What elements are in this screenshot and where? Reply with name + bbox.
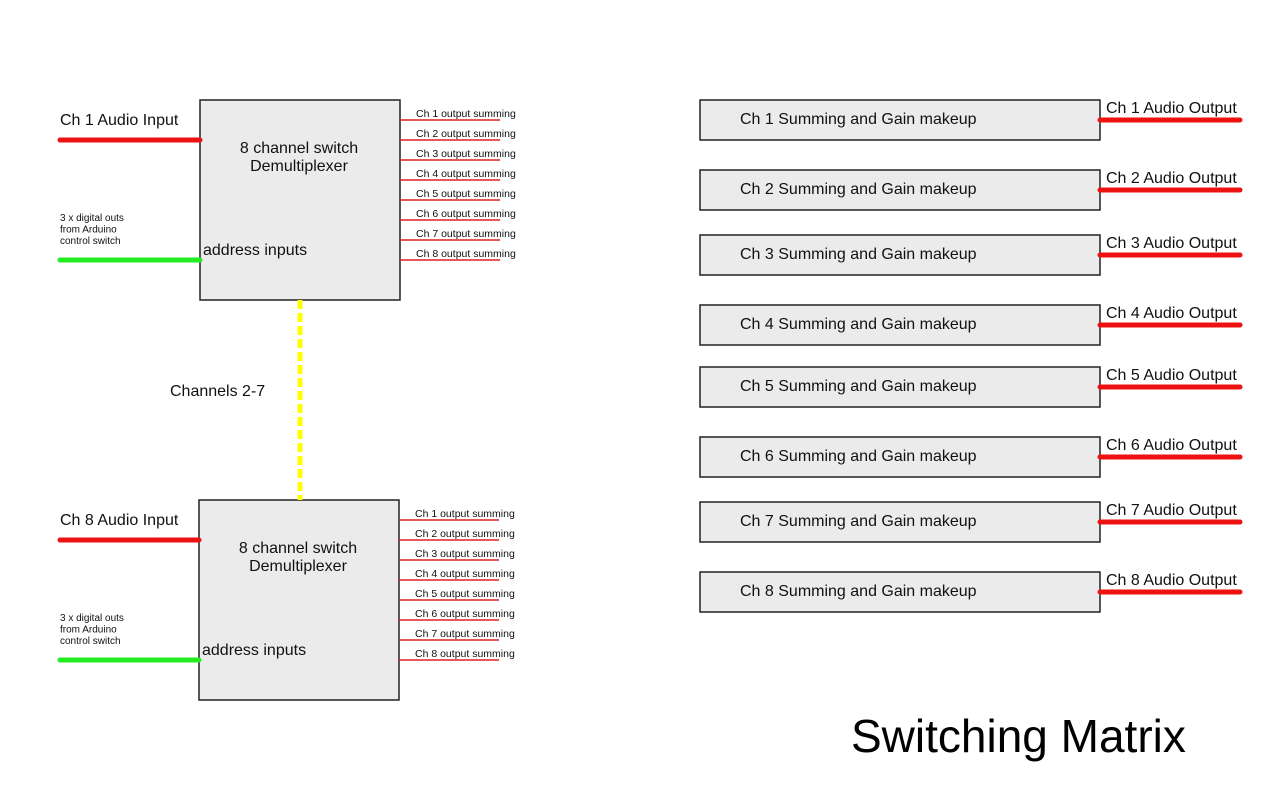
output-summing-label: Ch 2 output summing [415, 528, 515, 540]
channels-bus-label: Channels 2-7 [170, 383, 265, 400]
audio-output-label: Ch 7 Audio Output [1106, 502, 1237, 519]
output-summing-label: Ch 6 output summing [415, 608, 515, 620]
output-summing-label: Ch 8 output summing [416, 248, 516, 260]
summing-box [699, 436, 1101, 478]
demux-box [199, 99, 401, 301]
output-summing-label: Ch 2 output summing [416, 128, 516, 140]
digital-control-label-line: 3 x digital outs [60, 213, 124, 224]
demux-title-line1: 8 channel switch [239, 540, 357, 557]
output-summing-label: Ch 6 output summing [416, 208, 516, 220]
audio-output-label: Ch 2 Audio Output [1106, 170, 1237, 187]
bus-layer: Channels 2-7 [170, 300, 303, 500]
demux-title-line2: Demultiplexer [250, 158, 348, 175]
summing-label: Ch 7 Summing and Gain makeup [740, 513, 977, 530]
summing-block-1: Ch 1 Summing and Gain makeup Ch 1 Audio O… [699, 99, 1243, 141]
demux-title-line1: 8 channel switch [240, 140, 358, 157]
output-summing-label: Ch 1 output summing [416, 108, 516, 120]
summing-block-4: Ch 4 Summing and Gain makeup Ch 4 Audio O… [699, 304, 1243, 346]
summing-box [699, 169, 1101, 211]
summing-label: Ch 1 Summing and Gain makeup [740, 111, 977, 128]
audio-output-label: Ch 8 Audio Output [1106, 572, 1237, 589]
summing-label: Ch 5 Summing and Gain makeup [740, 378, 977, 395]
digital-control-label-line: from Arduino [60, 225, 117, 236]
audio-input-label: Ch 1 Audio Input [60, 112, 179, 129]
summing-block-7: Ch 7 Summing and Gain makeup Ch 7 Audio O… [699, 501, 1243, 543]
summing-box [699, 571, 1101, 613]
summing-block-6: Ch 6 Summing and Gain makeup Ch 6 Audio O… [699, 436, 1243, 478]
audio-output-label: Ch 4 Audio Output [1106, 305, 1237, 322]
summing-box [699, 304, 1101, 346]
summing-box [699, 99, 1101, 141]
summing-label: Ch 8 Summing and Gain makeup [740, 583, 977, 600]
summing-label: Ch 3 Summing and Gain makeup [740, 246, 977, 263]
address-inputs-label: address inputs [202, 642, 306, 659]
output-summing-label: Ch 4 output summing [415, 568, 515, 580]
summing-block-5: Ch 5 Summing and Gain makeup Ch 5 Audio O… [699, 366, 1243, 408]
summing-label: Ch 2 Summing and Gain makeup [740, 181, 977, 198]
output-summing-label: Ch 3 output summing [416, 148, 516, 160]
demux-title-line2: Demultiplexer [249, 558, 347, 575]
digital-control-label-line: from Arduino [60, 625, 117, 636]
digital-control-label-line: 3 x digital outs [60, 613, 124, 624]
summing-block-3: Ch 3 Summing and Gain makeup Ch 3 Audio O… [699, 234, 1243, 276]
digital-control-label-line: control switch [60, 636, 121, 647]
summing-label: Ch 6 Summing and Gain makeup [740, 448, 977, 465]
output-summing-label: Ch 7 output summing [415, 628, 515, 640]
address-inputs-label: address inputs [203, 242, 307, 259]
output-summing-label: Ch 3 output summing [415, 548, 515, 560]
output-summing-label: Ch 1 output summing [415, 508, 515, 520]
summing-block-2: Ch 2 Summing and Gain makeup Ch 2 Audio O… [699, 169, 1243, 211]
summing-layer: Ch 1 Summing and Gain makeup Ch 1 Audio O… [699, 99, 1243, 613]
summing-box [699, 366, 1101, 408]
output-summing-label: Ch 8 output summing [415, 648, 515, 660]
output-summing-label: Ch 7 output summing [416, 228, 516, 240]
output-summing-label: Ch 5 output summing [415, 588, 515, 600]
diagram-title: Switching Matrix [851, 710, 1186, 762]
audio-output-label: Ch 5 Audio Output [1106, 367, 1237, 384]
audio-output-label: Ch 1 Audio Output [1106, 100, 1237, 117]
audio-output-label: Ch 3 Audio Output [1106, 235, 1237, 252]
output-summing-label: Ch 5 output summing [416, 188, 516, 200]
summing-block-8: Ch 8 Summing and Gain makeup Ch 8 Audio O… [699, 571, 1243, 613]
demux-box [198, 499, 400, 701]
digital-control-label-line: control switch [60, 236, 121, 247]
audio-input-label: Ch 8 Audio Input [60, 512, 179, 529]
audio-output-label: Ch 6 Audio Output [1106, 437, 1237, 454]
summing-label: Ch 4 Summing and Gain makeup [740, 316, 977, 333]
output-summing-label: Ch 4 output summing [416, 168, 516, 180]
